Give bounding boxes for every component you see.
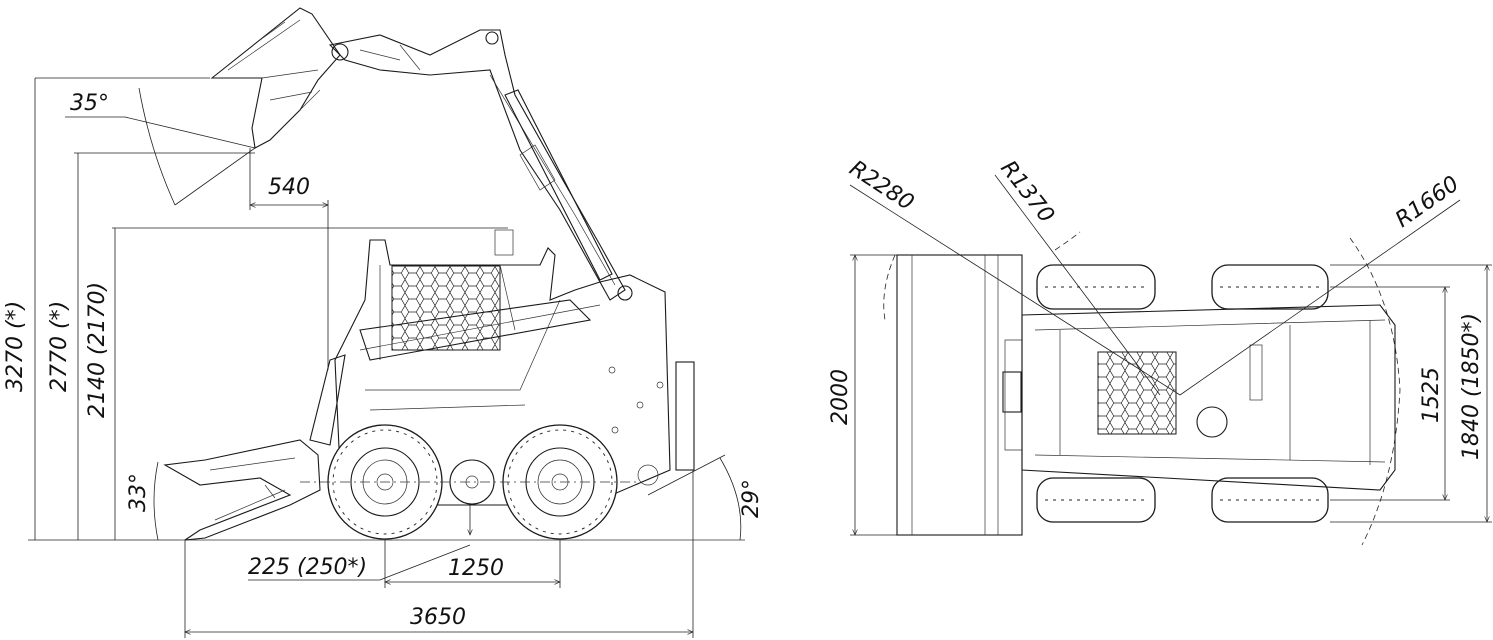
dimension-track-width: 1525	[1330, 287, 1450, 500]
label-reach: 540	[268, 175, 310, 200]
dimension-rollback-angle: 33°	[126, 461, 159, 541]
dimension-departure-angle: 29°	[647, 454, 764, 541]
label-height-max: 3270 (*)	[3, 301, 28, 392]
dimension-overall-width: 1840 (1850*)	[1330, 265, 1492, 522]
raised-bucket	[210, 7, 341, 149]
label-overall-width: 1840 (1850*)	[1459, 313, 1484, 460]
chassis-top	[1004, 304, 1396, 491]
tire-rear-right	[1211, 477, 1329, 523]
label-height-cab: 2140 (2170)	[85, 282, 110, 418]
dimension-overall-length: 3650	[185, 470, 693, 638]
label-bucket-width: 2000	[828, 369, 853, 425]
top-view: 2000	[828, 156, 1492, 546]
dimension-dump-angle: 35°	[65, 87, 256, 206]
label-clearance: 225 (250*)	[248, 555, 367, 580]
label-track-width: 1525	[1419, 367, 1444, 423]
cab	[334, 229, 695, 506]
roof-mesh-guard	[1097, 351, 1177, 435]
tire-rear-left	[1211, 264, 1329, 310]
label-overall-length: 3650	[410, 605, 466, 630]
dimension-reach: 540	[250, 148, 328, 370]
tire-front-left	[1036, 264, 1156, 310]
label-radius-outer: R2280	[845, 156, 918, 216]
label-wheelbase: 1250	[448, 556, 504, 581]
lift-arm	[328, 29, 633, 301]
cab-mesh-guard	[391, 265, 501, 351]
label-rollback-angle: 33°	[126, 473, 151, 512]
bucket-top	[896, 254, 1023, 536]
dimension-wheelbase: 1250	[385, 540, 560, 588]
ground-bucket	[163, 354, 346, 541]
dimension-height-cab: 2140 (2170)	[85, 227, 508, 540]
dimension-height-pin: 2770 (*)	[47, 152, 255, 540]
label-departure-angle: 29°	[739, 479, 764, 518]
dimension-clearance: 225 (250*)	[248, 505, 470, 581]
label-height-pin: 2770 (*)	[47, 301, 72, 392]
dimension-height-max: 3270 (*)	[3, 77, 210, 541]
label-radius-rear: R1660	[1391, 172, 1464, 233]
tire-front-right	[1036, 477, 1156, 523]
lift-cylinder	[504, 89, 613, 281]
dimension-bucket-width: 2000	[828, 255, 905, 535]
side-view: 3270 (*) 2770 (*) 2140 (2170) 35° 5	[3, 7, 764, 638]
label-dump-angle: 35°	[70, 91, 109, 116]
